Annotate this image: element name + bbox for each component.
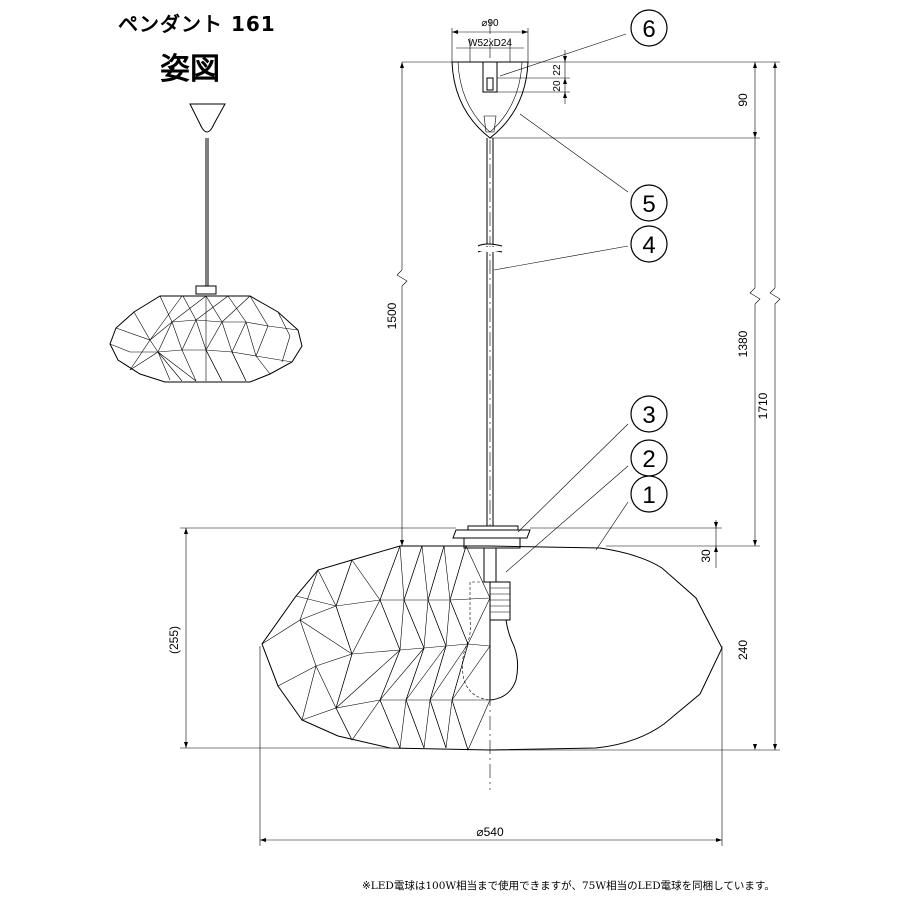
dim-30: 30 bbox=[699, 549, 713, 563]
dim-canopy-diameter: ⌀90 bbox=[481, 18, 499, 29]
svg-text:2: 2 bbox=[642, 446, 655, 473]
product-title: ペンダント 161 bbox=[118, 12, 276, 36]
canopy bbox=[451, 61, 529, 139]
shade-holder bbox=[452, 525, 531, 549]
perspective-view bbox=[109, 103, 303, 383]
svg-text:3: 3 bbox=[642, 402, 655, 429]
callout-2: 2 bbox=[630, 439, 668, 477]
callout-6: 6 bbox=[630, 9, 668, 47]
dim-1710: 1710 bbox=[756, 392, 770, 419]
dim-255: (255) bbox=[167, 626, 181, 654]
svg-text:5: 5 bbox=[642, 191, 655, 218]
dim-1500: 1500 bbox=[385, 302, 399, 329]
callout-leaders bbox=[493, 33, 629, 573]
callout-1: 1 bbox=[630, 475, 668, 513]
drawing-subtitle: 姿図 bbox=[160, 52, 220, 87]
svg-text:6: 6 bbox=[642, 16, 655, 43]
dim-1380: 1380 bbox=[736, 330, 750, 357]
callout-5: 5 bbox=[630, 184, 668, 222]
svg-text:4: 4 bbox=[642, 232, 655, 259]
dim-canopy-height: 90 bbox=[736, 93, 750, 107]
bulb-note: ※LED電球は100W相当まで使用できますが、75W相当のLED電球を同梱してい… bbox=[362, 880, 775, 892]
dim-20: 20 bbox=[552, 80, 563, 92]
svg-text:1: 1 bbox=[642, 482, 655, 509]
cord bbox=[477, 138, 503, 528]
shade-left-half bbox=[261, 545, 491, 751]
dimension-lines bbox=[180, 28, 781, 846]
callout-3: 3 bbox=[630, 395, 668, 433]
dim-22: 22 bbox=[552, 64, 563, 76]
dim-240: 240 bbox=[736, 640, 750, 660]
dim-bracket-size: W52xD24 bbox=[468, 38, 512, 49]
socket-and-bulb bbox=[462, 547, 519, 701]
callout-4: 4 bbox=[630, 225, 668, 263]
shade-right-half bbox=[489, 545, 723, 751]
dim-shade-diameter: ⌀540 bbox=[476, 825, 504, 839]
